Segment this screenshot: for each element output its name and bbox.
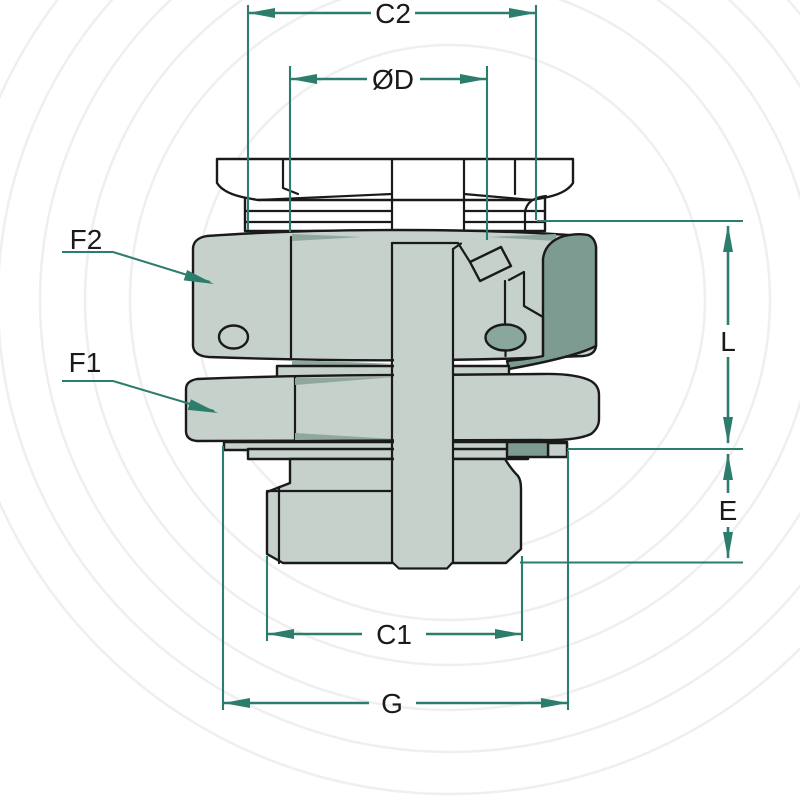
dimension-label-g: G [381, 688, 403, 719]
dimensions: C2 ØD L E C1 [62, 0, 743, 719]
dimension-c1: C1 [267, 619, 522, 650]
callout-label-f1: F1 [69, 347, 102, 378]
callout-label-f2: F2 [70, 224, 103, 255]
dimension-label-od: ØD [372, 64, 414, 95]
tube-flange [215, 157, 575, 235]
leader-f2: F2 [62, 224, 214, 284]
leader-f1: F1 [62, 347, 218, 413]
fitting-drawing [184, 157, 601, 570]
dimension-od: ØD [290, 64, 487, 95]
dimension-label-l: L [720, 326, 736, 357]
dimension-label-c1: C1 [376, 619, 412, 650]
dimension-e: E [719, 453, 738, 559]
dimension-c2: C2 [248, 0, 536, 29]
nut-face-ellipse [217, 324, 250, 350]
cutting-ring [468, 245, 513, 283]
dimension-l: L [720, 225, 736, 444]
dimension-label-c2: C2 [375, 0, 411, 29]
dimension-g: G [223, 688, 568, 719]
center-column [390, 241, 455, 570]
section-ellipse [484, 323, 527, 352]
upper-nut [191, 228, 598, 371]
dimension-label-e: E [719, 495, 738, 526]
